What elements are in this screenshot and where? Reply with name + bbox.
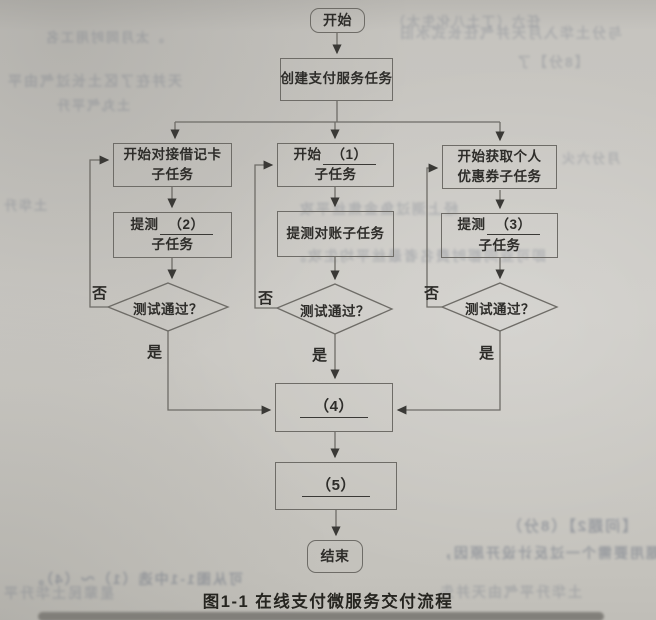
node-debit-line1: 开始对接借记卡	[123, 146, 222, 162]
bleed-through-text: 题用要需个一过反计设开原因，	[436, 545, 656, 561]
node-blank3-prefix: 提测	[457, 217, 486, 233]
node-blank3-line2: 子任务	[478, 237, 521, 253]
node-start-label: 开始	[323, 12, 352, 28]
blank-1-field: （1）	[323, 147, 376, 165]
bleed-through-text: 【问题2】（8分）	[505, 518, 638, 535]
bleed-through-text: 天并在了区土长过气由平	[6, 73, 182, 89]
node-debit-card-subtask: 开始对接借记卡 子任务	[113, 143, 232, 187]
bleed-through-text: 土丸气平升	[55, 98, 131, 113]
label-no-3: 否	[424, 285, 440, 302]
page-bottom-rule	[38, 612, 604, 620]
node-reconciliation-test-subtask: 提测对账子任务	[277, 211, 394, 257]
node-coupon-line2: 优惠券子任务	[457, 169, 542, 184]
bleed-through-text: 月分六火	[560, 151, 621, 166]
decision-3-label: 测试通过？	[465, 302, 535, 317]
node-end: 结束	[307, 540, 363, 573]
node-create-payment-service-task: 创建支付服务任务	[280, 58, 393, 101]
blank-4-field: （4）	[300, 398, 368, 418]
node-start: 开始	[310, 8, 365, 33]
decision-1-label: 测试通过？	[133, 302, 203, 317]
bleed-through-text: 。太月同时用工名	[44, 30, 165, 45]
bleed-through-text: 可从图1-1中选（1）～（4）。	[28, 571, 243, 587]
node-submit-test-blank-2-subtask: 提测（2） 子任务	[113, 212, 232, 258]
node-start-blank-1-subtask: 开始（1） 子任务	[277, 143, 394, 187]
node-coupon-line1: 开始获取个人	[457, 148, 542, 164]
node-create-label: 创建支付服务任务	[280, 71, 393, 87]
node-blank1-line2: 子任务	[314, 167, 357, 182]
bleed-through-text: 【8分】了	[515, 54, 589, 70]
node-blank2-line2: 子任务	[151, 237, 194, 252]
node-debit-line2: 子任务	[151, 167, 194, 182]
label-yes-3: 是	[479, 345, 495, 362]
figure-caption: 图1-1 在线支付微服务交付流程	[202, 593, 454, 611]
bleed-through-text: 土华升	[2, 198, 48, 213]
node-blank-5: （5）	[275, 462, 397, 510]
label-yes-1: 是	[147, 344, 163, 361]
label-yes-2: 是	[312, 347, 328, 364]
blank-5-field: （5）	[302, 477, 370, 497]
node-reconcile-label: 提测对账子任务	[286, 225, 385, 241]
node-blank1-prefix: 开始	[293, 146, 322, 162]
bleed-through-text: 任六（丁土八化生太）	[390, 14, 541, 29]
decision-2-label: 测试通过？	[300, 304, 370, 319]
blank-2-field: （2）	[160, 217, 213, 235]
node-coupon-subtask: 开始获取个人 优惠券子任务	[442, 145, 557, 189]
node-end-label: 结束	[320, 548, 350, 564]
node-submit-test-blank-3-subtask: 提测（3） 子任务	[441, 213, 558, 258]
node-blank2-prefix: 提测	[130, 216, 159, 232]
node-blank-4: （4）	[275, 383, 393, 432]
blank-3-field: （3）	[487, 217, 540, 236]
bleed-through-text: 与分土华入月天并气任长式水旧	[398, 25, 622, 41]
label-no-2: 否	[258, 290, 274, 307]
label-no-1: 否	[92, 285, 108, 302]
